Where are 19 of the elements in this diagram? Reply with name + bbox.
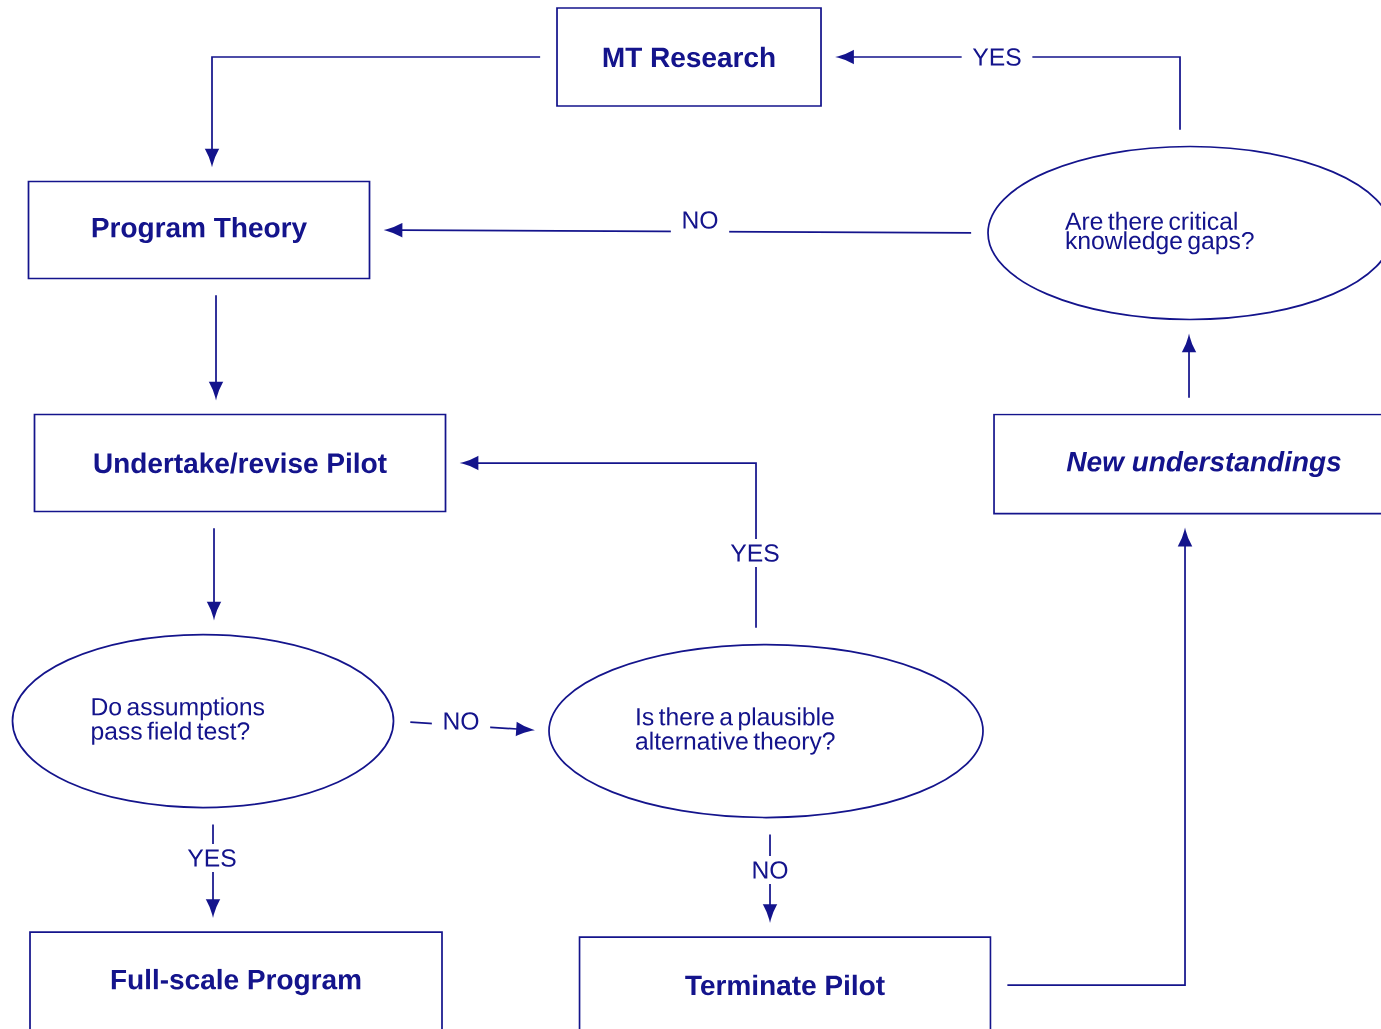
process-box: New understandings	[993, 413, 1381, 515]
edge-label: NO	[670, 205, 730, 235]
process-box: Terminate Pilot	[578, 936, 992, 1029]
edge-label: YES	[719, 538, 791, 568]
edge-label: YES	[176, 843, 248, 873]
arrow	[205, 56, 541, 165]
process-box: Program Theory	[27, 180, 371, 280]
arrow	[1182, 336, 1196, 399]
arrow	[462, 456, 757, 629]
arrow	[1006, 530, 1192, 986]
edge-label: NO	[431, 706, 491, 736]
process-box: MT Research	[556, 7, 822, 107]
arrow	[386, 223, 972, 237]
arrow	[209, 294, 223, 398]
edge-label: NO	[740, 855, 800, 885]
process-box: Undertake/revise Pilot	[33, 413, 447, 513]
arrow	[207, 527, 221, 618]
process-box: Full-scale Program	[29, 931, 443, 1029]
edge-label: YES	[961, 42, 1033, 72]
